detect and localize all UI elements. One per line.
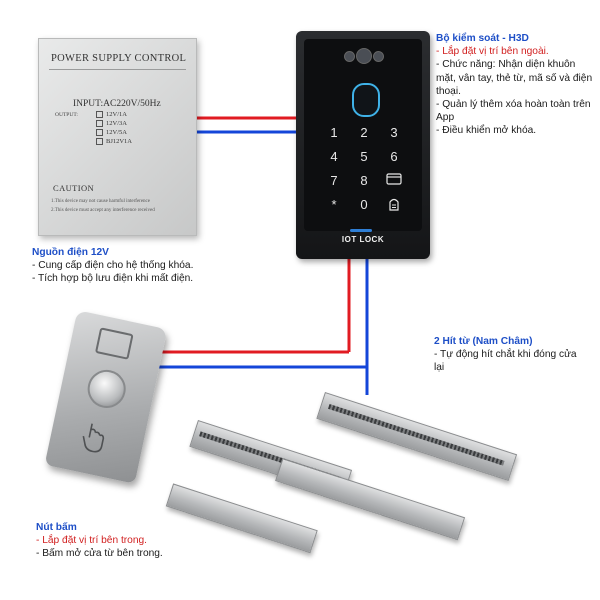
label-line: - Lắp đặt vị trí bên ngoài. [436,46,549,58]
checkbox-icon [96,111,103,118]
keypad-key[interactable] [384,173,404,188]
keypad-key[interactable]: * [331,197,337,212]
checkbox-icon [96,138,103,145]
label-line: - Tích hợp bộ lưu điện khi mất điện. [32,273,194,285]
label-button: Nút bấm - Lắp đặt vị trí bên trong. - Bấ… [36,521,256,561]
label-power-title: Nguồn điện 12V [32,247,109,258]
keypad: 1 2 3 4 5 6 7 8 * 0 [324,125,404,214]
label-line: - Cung cấp điện cho hệ thống khóa. [32,260,194,272]
power-supply-box: POWER SUPPLY CONTROL INPUT:AC220V/50Hz O… [38,38,197,236]
controller-panel: 1 2 3 4 5 6 7 8 * 0 [304,39,422,232]
sensor-icon [373,51,384,62]
keypad-key[interactable]: 8 [360,173,368,188]
label-controller: Bộ kiểm soát - H3D - Lắp đặt vị trí bên … [436,32,596,138]
sensor-icon [344,51,355,62]
psu-note: 2.This device must accept any interferen… [51,208,155,213]
keypad-key[interactable]: 0 [360,197,368,212]
psu-output-item: BJ12V1A [96,137,132,146]
label-line: - Lắp đặt vị trí bên trong. [36,535,147,547]
camera-icon [356,48,372,64]
checkbox-icon [96,120,103,127]
exit-button-device [44,310,168,484]
psu-input-label: INPUT:AC220V/50Hz [73,99,161,109]
psu-output-item: 12V/5A [96,128,132,137]
label-line: - Tự động hít chắt khi đóng cửa lại [434,349,577,374]
label-line: - Chức năng: Nhận diện khuôn mặt, vân ta… [436,59,593,97]
label-power: Nguồn điện 12V - Cung cấp điện cho hệ th… [32,246,272,286]
psu-caution: CAUTION [53,183,95,193]
hand-icon [75,418,112,462]
keypad-key[interactable]: 6 [390,149,398,164]
psu-title: POWER SUPPLY CONTROL [51,53,187,64]
psu-note: 1.This device may not cause harmful inte… [51,199,150,204]
slot-icon [94,327,134,360]
label-line: - Bấm mở cửa từ bên trong. [36,548,163,560]
fingerprint-icon[interactable] [352,83,380,117]
label-button-title: Nút bấm [36,522,77,533]
keypad-key[interactable]: 3 [390,125,398,140]
label-magnet: 2 Hít từ (Nam Châm) - Tự động hít chắt k… [434,335,584,375]
keypad-key[interactable]: 7 [330,173,338,188]
controller-logo: IOT LOCK [341,235,385,244]
label-line: - Điều khiển mở khóa. [436,125,537,137]
label-magnet-title: 2 Hít từ (Nam Châm) [434,336,533,347]
door-bell-icon [389,198,399,211]
label-line: - Quản lý thêm xóa hoàn toàn trên App [436,99,591,124]
psu-output-list: 12V/1A 12V/3A 12V/5A BJ12V1A [96,110,132,146]
psu-divider [49,69,186,70]
exit-push-button[interactable] [84,366,130,412]
checkbox-icon [96,129,103,136]
keypad-key[interactable]: 5 [360,149,368,164]
keypad-key[interactable] [384,197,404,214]
psu-output-item: 12V/1A [96,110,132,119]
status-led [350,229,372,232]
label-controller-title: Bộ kiểm soát - H3D [436,33,529,44]
psu-output-item: 12V/3A [96,119,132,128]
access-controller: 1 2 3 4 5 6 7 8 * 0 IOT LOCK [296,31,430,259]
card-icon [386,173,402,185]
keypad-key[interactable]: 4 [330,149,338,164]
psu-output-label: OUTPUT: [55,112,78,118]
keypad-key[interactable]: 2 [360,125,368,140]
keypad-key[interactable]: 1 [330,125,338,140]
